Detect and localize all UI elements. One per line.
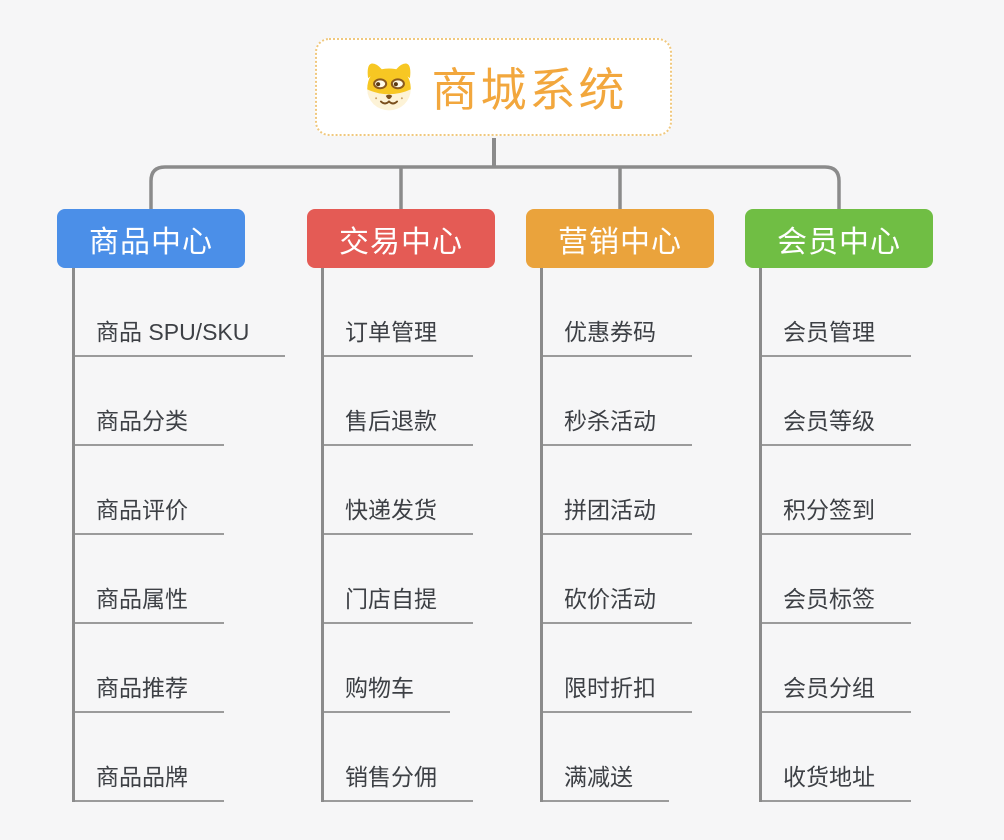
leaf-node[interactable]: 商品推荐 xyxy=(75,671,224,713)
leaf-node[interactable]: 会员等级 xyxy=(762,404,911,446)
leaf-node[interactable]: 限时折扣 xyxy=(543,671,692,713)
leaf-node[interactable]: 满减送 xyxy=(543,760,669,802)
branch-label: 商品中心 xyxy=(89,225,213,259)
leaf-node[interactable]: 优惠券码 xyxy=(543,315,692,357)
branch-node-marketing-center[interactable]: 营销中心 xyxy=(526,209,714,268)
branch-label: 交易中心 xyxy=(339,225,463,259)
leaf-node[interactable]: 商品分类 xyxy=(75,404,224,446)
root-title: 商城系统 xyxy=(431,64,628,116)
leaf-node[interactable]: 商品品牌 xyxy=(75,760,224,802)
leaf-node[interactable]: 订单管理 xyxy=(324,315,473,357)
leaf-node[interactable]: 购物车 xyxy=(324,671,450,713)
root-node[interactable]: 商城系统 xyxy=(315,38,672,136)
leaf-node[interactable]: 秒杀活动 xyxy=(543,404,692,446)
leaf-node[interactable]: 快递发货 xyxy=(324,493,473,535)
dog-face-icon xyxy=(366,63,411,111)
leaf-node[interactable]: 拼团活动 xyxy=(543,493,692,535)
leaf-node[interactable]: 商品评价 xyxy=(75,493,224,535)
leaf-node[interactable]: 销售分佣 xyxy=(324,760,473,802)
leaf-node[interactable]: 砍价活动 xyxy=(543,582,692,624)
branch-node-trade-center[interactable]: 交易中心 xyxy=(307,209,495,268)
branch-items-product-center: 商品 SPU/SKU 商品分类 商品评价 商品属性 商品推荐 商品品牌 xyxy=(72,268,286,802)
branch-items-member-center: 会员管理 会员等级 积分签到 会员标签 会员分组 收货地址 xyxy=(759,268,911,802)
branch-label: 营销中心 xyxy=(558,225,682,259)
leaf-node[interactable]: 会员分组 xyxy=(762,671,911,713)
leaf-node[interactable]: 商品属性 xyxy=(75,582,224,624)
leaf-node[interactable]: 会员标签 xyxy=(762,582,911,624)
leaf-node[interactable]: 售后退款 xyxy=(324,404,473,446)
branch-node-member-center[interactable]: 会员中心 xyxy=(745,209,933,268)
branch-items-marketing-center: 优惠券码 秒杀活动 拼团活动 砍价活动 限时折扣 满减送 xyxy=(540,268,692,802)
leaf-node[interactable]: 会员管理 xyxy=(762,315,911,357)
leaf-node[interactable]: 收货地址 xyxy=(762,760,911,802)
branch-label: 会员中心 xyxy=(777,225,901,259)
branch-node-product-center[interactable]: 商品中心 xyxy=(57,209,245,268)
leaf-node[interactable]: 门店自提 xyxy=(324,582,473,624)
branch-items-trade-center: 订单管理 售后退款 快递发货 门店自提 购物车 销售分佣 xyxy=(321,268,473,802)
leaf-node[interactable]: 商品 SPU/SKU xyxy=(75,315,286,357)
leaf-node[interactable]: 积分签到 xyxy=(762,493,911,535)
